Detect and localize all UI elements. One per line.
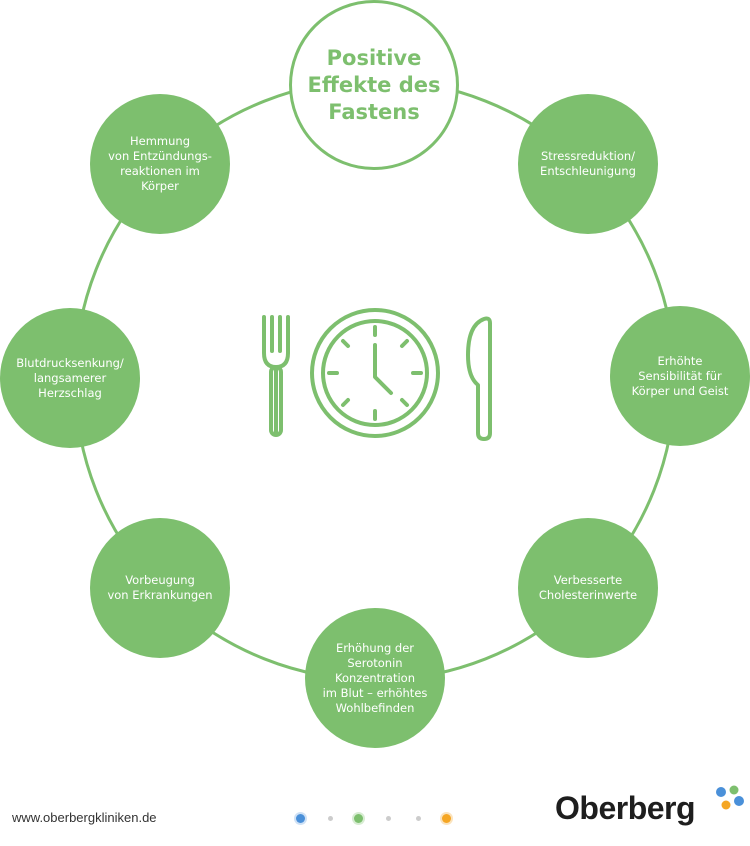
center-title-node: Positive Effekte des Fastens bbox=[289, 0, 459, 170]
node-cholesterin: Verbesserte Cholesterinwerte bbox=[518, 518, 658, 658]
clock-icon bbox=[310, 308, 440, 438]
node-serotonin: Erhöhung der Serotonin Konzentration im … bbox=[305, 608, 445, 748]
dot-gray-3 bbox=[416, 816, 421, 821]
node-stressreduktion: Stressreduktion/ Entschleunigung bbox=[518, 94, 658, 234]
meal-clock-illustration bbox=[262, 308, 492, 441]
node-vorbeugung: Vorbeugung von Erkrankungen bbox=[90, 518, 230, 658]
node-entzuendung: Hemmung von Entzündungs- reaktionen im K… bbox=[90, 94, 230, 234]
oberberg-logo-mark-icon bbox=[716, 785, 744, 810]
knife-icon bbox=[466, 316, 492, 441]
node-sensibilitaet: Erhöhte Sensibilität für Körper und Geis… bbox=[610, 306, 750, 446]
pagination-dots bbox=[290, 810, 460, 826]
node-blutdruck: Blutdrucksenkung/ langsamerer Herzschlag bbox=[0, 308, 140, 448]
website-url[interactable]: www.oberbergkliniken.de bbox=[12, 810, 157, 825]
dot-gray-1 bbox=[328, 816, 333, 821]
dot-green bbox=[354, 814, 363, 823]
brand-logo-text[interactable]: Oberberg bbox=[555, 790, 696, 826]
dot-orange bbox=[442, 814, 451, 823]
dot-blue bbox=[296, 814, 305, 823]
diagram-title: Positive Effekte des Fastens bbox=[307, 45, 441, 124]
dot-gray-2 bbox=[386, 816, 391, 821]
fork-icon bbox=[262, 315, 290, 437]
